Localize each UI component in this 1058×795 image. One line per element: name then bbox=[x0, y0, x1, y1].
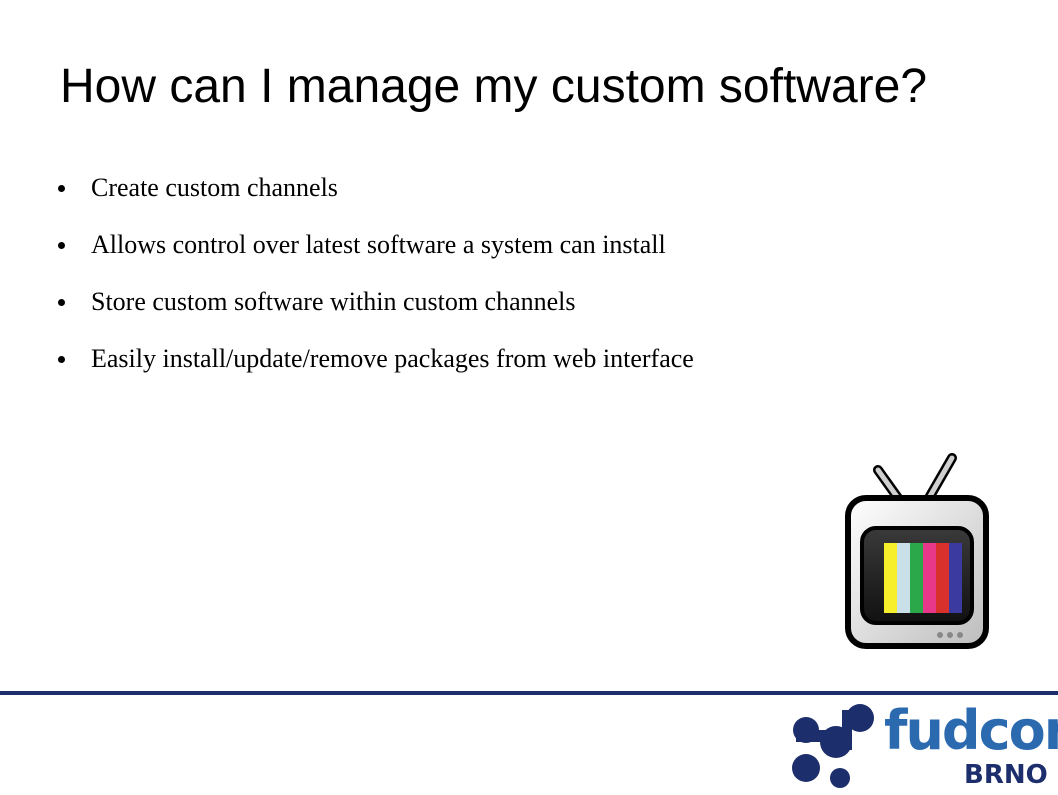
logo-part-fud: fud bbox=[884, 699, 981, 762]
bullet-item: Allows control over latest software a sy… bbox=[58, 225, 694, 282]
bullet-list: Create custom channels Allows control ov… bbox=[58, 168, 694, 396]
bullet-text: Store custom software within custom chan… bbox=[91, 287, 576, 316]
bullet-text: Easily install/update/remove packages fr… bbox=[91, 344, 694, 373]
bullet-dot-icon bbox=[58, 185, 65, 192]
slide-title: How can I manage my custom software? bbox=[60, 60, 928, 113]
bullet-text: Create custom channels bbox=[91, 173, 338, 202]
fudcon-mark-icon bbox=[792, 704, 874, 788]
bullet-text: Allows control over latest software a sy… bbox=[91, 230, 666, 259]
logo-wordmark: fudcon bbox=[884, 704, 1058, 758]
footer-divider bbox=[0, 691, 1058, 695]
bullet-dot-icon bbox=[58, 242, 65, 249]
tv-icon bbox=[830, 450, 1000, 655]
logo-part-con: con bbox=[978, 699, 1058, 762]
bullet-item: Create custom channels bbox=[58, 168, 694, 225]
bullet-dot-icon bbox=[58, 356, 65, 363]
logo-city: BRNO bbox=[964, 760, 1048, 790]
fudcon-logo: fudcon BRNO bbox=[782, 700, 1058, 790]
bullet-item: Easily install/update/remove packages fr… bbox=[58, 339, 694, 396]
bullet-dot-icon bbox=[58, 299, 65, 306]
bullet-item: Store custom software within custom chan… bbox=[58, 282, 694, 339]
